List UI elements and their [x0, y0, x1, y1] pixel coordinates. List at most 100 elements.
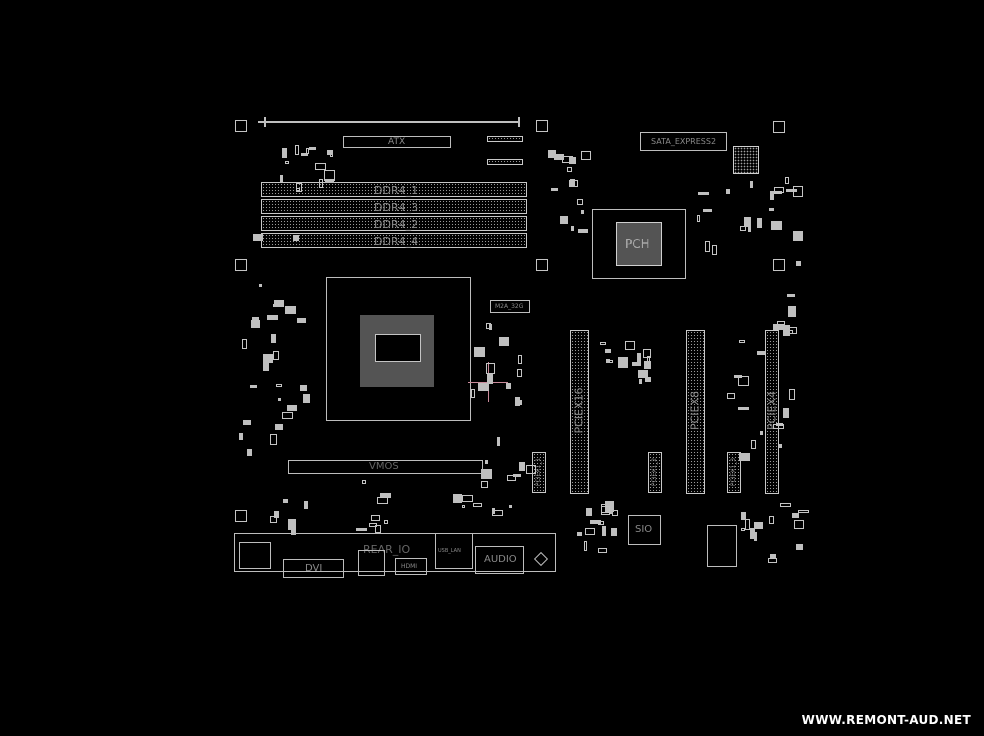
- dimm-slot-ddr4-2[interactable]: DDR4_2: [261, 216, 527, 231]
- smd-component: [377, 497, 388, 504]
- atx-label: ATX: [388, 137, 406, 147]
- smd-component: [239, 433, 243, 440]
- smd-component: [271, 334, 276, 343]
- smd-component: [788, 306, 796, 317]
- pcie-x1-slot-3[interactable]: PCIEX1_3: [727, 452, 741, 493]
- usb-lan-port[interactable]: USB_LAN: [435, 533, 473, 569]
- smd-component: [639, 379, 642, 384]
- sio-chip[interactable]: SIO: [628, 515, 661, 545]
- smd-component: [748, 227, 751, 232]
- smd-component: [304, 501, 308, 509]
- pciex1-1-label: PCIEX1_1: [535, 457, 542, 487]
- pcie-x1-slot-2[interactable]: PCIEX1_2: [648, 452, 662, 493]
- smd-component: [327, 150, 333, 155]
- dimm-slot-ddr4-1[interactable]: DDR4_1: [261, 182, 527, 197]
- smd-component: [519, 462, 525, 471]
- smd-component: [741, 512, 746, 520]
- atx-connector[interactable]: ATX: [343, 136, 451, 148]
- vrm-area: VMOS: [288, 460, 483, 474]
- pciex8-label: PCIEX8: [688, 390, 702, 431]
- smd-component: [570, 179, 575, 187]
- pciex16-label: PCIEX16: [572, 387, 586, 434]
- top-rail: [258, 121, 520, 123]
- smd-component: [492, 508, 495, 514]
- smd-component: [581, 151, 591, 160]
- hdmi-port[interactable]: HDMI: [395, 558, 427, 575]
- smd-component: [609, 360, 613, 363]
- pch-chip[interactable]: PCH: [616, 222, 662, 266]
- sata-express-connector[interactable]: SATA_EXPRESS2: [640, 132, 727, 151]
- smd-component: [757, 351, 765, 355]
- chip-outline: [707, 525, 737, 567]
- smd-component: [586, 508, 592, 516]
- m2-slot[interactable]: M2A_32G: [490, 300, 530, 313]
- smd-component: [632, 362, 641, 366]
- smd-component: [768, 558, 777, 563]
- dimm-slot-ddr4-3[interactable]: DDR4_3: [261, 199, 527, 214]
- smd-component: [739, 340, 745, 343]
- smd-component: [783, 408, 789, 418]
- audio-jack[interactable]: AUDIO: [475, 546, 524, 574]
- mounting-hole: [773, 121, 785, 133]
- smd-component: [751, 440, 756, 449]
- smd-component: [462, 505, 465, 508]
- smd-component: [356, 528, 367, 531]
- smd-component: [259, 284, 262, 287]
- smd-component: [738, 407, 749, 410]
- smd-component: [796, 261, 801, 266]
- smd-component: [793, 186, 803, 197]
- pcie-x8-slot[interactable]: PCIEX8: [686, 330, 705, 494]
- smd-component: [471, 389, 475, 398]
- pciex4-label: PCIEX4: [765, 390, 779, 431]
- smd-component: [485, 460, 488, 464]
- smd-component: [727, 393, 735, 399]
- vga-port[interactable]: [239, 542, 271, 569]
- smd-component: [750, 181, 753, 188]
- dimm-slot-ddr4-4[interactable]: DDR4_4: [261, 233, 527, 248]
- pcie-x4-slot[interactable]: PCIEX4: [765, 330, 779, 494]
- smd-component: [771, 221, 782, 230]
- smd-component: [274, 300, 284, 307]
- smd-component: [793, 231, 803, 241]
- smd-component: [697, 215, 700, 222]
- mounting-hole: [235, 510, 247, 522]
- smd-component: [250, 385, 257, 388]
- pcie-x1-slot-1[interactable]: PCIEX1_1: [532, 452, 546, 493]
- smd-component: [297, 318, 306, 323]
- smd-component: [278, 398, 281, 401]
- smd-component: [486, 363, 495, 374]
- smd-component: [270, 516, 277, 523]
- smd-component: [779, 444, 782, 448]
- smd-component: [577, 532, 582, 536]
- smd-component: [267, 315, 278, 320]
- smd-component: [637, 353, 641, 362]
- smd-component: [319, 179, 323, 188]
- dvi-port[interactable]: DVI: [283, 559, 344, 578]
- smd-component: [578, 229, 588, 233]
- smd-component: [273, 351, 279, 360]
- smd-component: [571, 226, 574, 231]
- smd-component: [703, 209, 712, 212]
- smd-component: [554, 154, 564, 160]
- smd-component: [453, 494, 462, 503]
- smd-component: [774, 187, 784, 193]
- smd-component: [602, 526, 606, 536]
- smd-component: [253, 234, 263, 241]
- smd-component: [796, 544, 803, 550]
- smd-component: [509, 505, 512, 508]
- smd-component: [560, 216, 568, 224]
- smd-component: [738, 376, 749, 386]
- smd-component: [301, 153, 308, 156]
- rear-io-label: REAR_IO: [363, 543, 411, 556]
- smd-component: [518, 355, 522, 364]
- smd-component: [585, 528, 595, 535]
- smd-component: [481, 481, 488, 488]
- smd-component: [760, 431, 763, 435]
- smd-component: [567, 167, 572, 172]
- usb-port[interactable]: [358, 550, 385, 576]
- smd-component: [283, 499, 288, 503]
- smd-component: [291, 527, 296, 535]
- cpu-socket[interactable]: [326, 277, 471, 421]
- pcie-x16-slot[interactable]: PCIEX16: [570, 330, 589, 494]
- smd-component: [300, 385, 307, 391]
